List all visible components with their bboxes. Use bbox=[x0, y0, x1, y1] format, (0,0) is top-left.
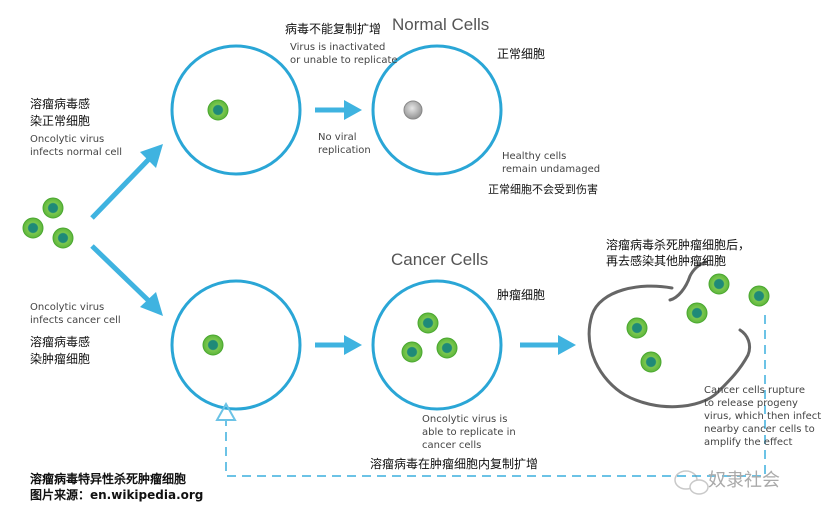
footer-source: 图片来源：en.wikipedia.org bbox=[30, 488, 204, 502]
label-no-viral-2: replication bbox=[318, 145, 371, 156]
arrow-normal-replication bbox=[315, 100, 362, 120]
virus-particle bbox=[686, 302, 708, 324]
label-left-top-en-1: Oncolytic virus bbox=[30, 134, 105, 145]
label-rupture-5: amplify the effect bbox=[704, 437, 793, 448]
label-top-mid-en-1: Virus is inactivated bbox=[290, 42, 386, 53]
virus-particle bbox=[42, 197, 64, 219]
virus-particle bbox=[401, 341, 423, 363]
cell-top-left bbox=[170, 44, 302, 176]
virus-particle bbox=[417, 312, 439, 334]
label-left-top-zh-2: 染正常细胞 bbox=[30, 114, 91, 128]
label-tumor-zh: 肿瘤细胞 bbox=[497, 288, 546, 302]
label-rupture-3: virus, which then infect bbox=[704, 411, 822, 422]
watermark-text: 奴隶社会 bbox=[708, 470, 780, 491]
normal-cells-title: Normal Cells bbox=[392, 15, 490, 34]
label-left-bottom-zh-2: 染肿瘤细胞 bbox=[30, 352, 91, 366]
cancer-cells-title: Cancer Cells bbox=[391, 250, 489, 269]
label-no-viral-1: No viral bbox=[318, 132, 357, 143]
virus-particle bbox=[748, 285, 770, 307]
label-left-bottom-zh-1: 溶瘤病毒感 bbox=[30, 335, 91, 349]
label-healthy-zh: 正常细胞不会受到伤害 bbox=[488, 183, 598, 196]
feedback-loop-dashed bbox=[215, 315, 766, 477]
label-top-mid-en-2: or unable to replicate bbox=[290, 55, 398, 66]
ruptured-cell-fragment bbox=[668, 260, 708, 302]
arrow-cancer-infection bbox=[315, 335, 362, 355]
label-rupture-2: to release progeny bbox=[704, 398, 798, 409]
cell-bottom-left bbox=[170, 279, 302, 411]
label-right-zh-2: 再去感染其他肿瘤细胞 bbox=[606, 254, 727, 268]
virus-particle bbox=[640, 351, 662, 373]
label-replicate-zh: 溶瘤病毒在肿瘤细胞内复制扩增 bbox=[370, 457, 539, 471]
label-right-zh-1: 溶瘤病毒杀死肿瘤细胞后， bbox=[606, 238, 751, 252]
label-left-top-en-2: infects normal cell bbox=[30, 147, 123, 158]
label-replicate-en-2: able to replicate in bbox=[422, 427, 516, 438]
virus-group-left bbox=[22, 197, 74, 249]
virus-particle bbox=[22, 217, 44, 239]
label-replicate-en-1: Oncolytic virus is bbox=[422, 414, 508, 425]
arrow-to-normal bbox=[90, 144, 163, 220]
footer-title: 溶瘤病毒特异性杀死肿瘤细胞 bbox=[30, 472, 187, 486]
virus-particle-normal-cell bbox=[207, 99, 229, 121]
label-rupture-1: Cancer cells rupture bbox=[704, 385, 806, 396]
virus-particle bbox=[626, 317, 648, 339]
virus-particle bbox=[436, 337, 458, 359]
virus-particle bbox=[52, 227, 74, 249]
virus-group-cancer-cell bbox=[401, 312, 458, 363]
label-left-top-zh-1: 溶瘤病毒感 bbox=[30, 97, 91, 111]
arrow-to-cancer bbox=[90, 244, 163, 316]
label-normal-zh: 正常细胞 bbox=[497, 47, 546, 61]
label-left-bottom-en-2: infects cancer cell bbox=[30, 315, 121, 326]
virus-particle-cancer-cell bbox=[202, 334, 224, 356]
label-healthy-1: Healthy cells bbox=[502, 151, 567, 162]
label-replicate-en-3: cancer cells bbox=[422, 440, 482, 451]
arrow-cancer-rupture bbox=[520, 335, 576, 355]
label-rupture-4: nearby cancer cells to bbox=[704, 424, 815, 435]
inactive-virus-particle bbox=[403, 100, 423, 120]
label-top-mid-zh: 病毒不能复制扩增 bbox=[285, 22, 382, 36]
ruptured-cell-outline bbox=[587, 284, 752, 409]
cell-normal bbox=[371, 44, 503, 176]
cell-cancer bbox=[371, 279, 503, 411]
wechat-icon bbox=[674, 470, 709, 495]
label-left-bottom-en-1: Oncolytic virus bbox=[30, 302, 105, 313]
virus-particle bbox=[708, 273, 730, 295]
label-healthy-2: remain undamaged bbox=[502, 164, 601, 175]
virus-group-released bbox=[626, 273, 770, 373]
